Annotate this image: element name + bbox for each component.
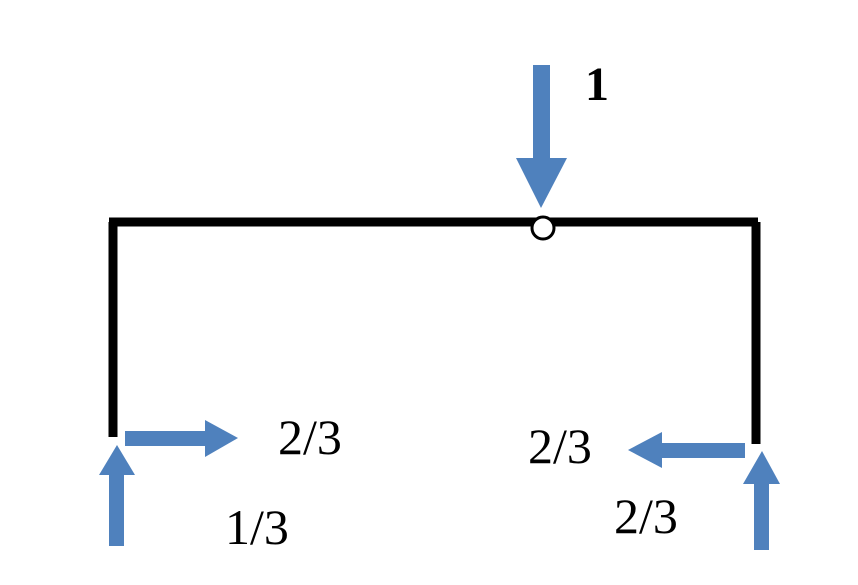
right-horizontal-reaction-arrow bbox=[628, 432, 745, 468]
left-horizontal-reaction-label: 2/3 bbox=[278, 409, 342, 465]
left-horizontal-reaction-arrow bbox=[125, 420, 238, 457]
hinge-node bbox=[530, 215, 556, 241]
right-vertical-reaction-arrow bbox=[743, 451, 780, 550]
right-horizontal-reaction-label: 2/3 bbox=[528, 418, 592, 474]
frame bbox=[108, 215, 761, 444]
load-label: 1 bbox=[585, 58, 609, 111]
right-vertical-reaction-label: 2/3 bbox=[614, 488, 678, 544]
load-arrow bbox=[516, 65, 567, 208]
left-vertical-reaction-arrow bbox=[99, 445, 135, 546]
left-vertical-reaction-label: 1/3 bbox=[225, 499, 289, 555]
